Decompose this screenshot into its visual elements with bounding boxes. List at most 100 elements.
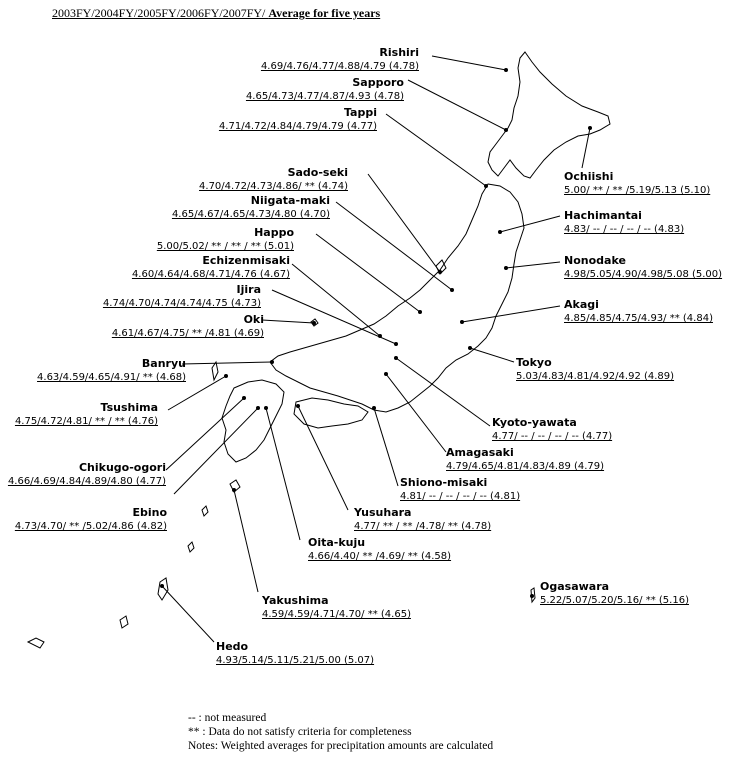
station-sapporo: Sapporo 4.65/4.73/4.77/4.87/4.93 (4.78) xyxy=(246,76,404,103)
station-name: Echizenmisaki xyxy=(202,254,290,267)
station-values: 4.71/4.72/4.84/4.79/4.79 (4.77) xyxy=(218,121,377,132)
station-values: 5.00/ ** / ** /5.19/5.13 (5.10) xyxy=(564,185,711,196)
leader-oita-kuju xyxy=(265,407,301,541)
ryukyu-islet-3 xyxy=(26,637,45,649)
leader-amagasaki xyxy=(385,373,447,453)
marker-shiono-misaki xyxy=(372,406,376,410)
leader-chikugo-ogori xyxy=(165,397,245,471)
marker-chikugo-ogori xyxy=(242,396,246,400)
station-values: 4.65/4.67/4.65/4.73/4.80 (4.70) xyxy=(171,209,330,220)
station-tokyo: Tokyo 5.03/4.83/4.81/4.92/4.92 (4.89) xyxy=(516,356,674,383)
station-name: Ebino xyxy=(132,506,167,519)
ryukyu-islet-2 xyxy=(119,615,129,629)
station-values: 4.61/4.67/4.75/ ** /4.81 (4.69) xyxy=(111,328,264,339)
marker-hedo xyxy=(160,584,164,588)
station-name: Tsushima xyxy=(100,401,158,414)
station-name: Banryu xyxy=(141,357,186,370)
station-values: 4.63/4.59/4.65/4.91/ ** (4.68) xyxy=(37,372,186,383)
leader-sapporo xyxy=(407,79,507,131)
ogasawara-island xyxy=(530,587,536,604)
station-ijira: Ijira 4.74/4.70/4.74/4.74/4.75 (4.73) xyxy=(103,283,261,310)
leader-sado-seki xyxy=(367,173,441,273)
note-incomplete: ** : Data do not satisfy criteria for co… xyxy=(188,726,412,738)
honshu-outline xyxy=(269,183,525,413)
leader-tsushima xyxy=(167,375,227,411)
station-values: 4.66/4.69/4.84/4.89/4.80 (4.77) xyxy=(7,476,166,487)
station-amagasaki: Amagasaki 4.79/4.65/4.81/4.83/4.89 (4.79… xyxy=(446,446,604,473)
leader-shiono-misaki xyxy=(373,407,399,487)
station-name: Oki xyxy=(243,313,264,326)
station-values: 4.70/4.72/4.73/4.86/ ** (4.74) xyxy=(199,181,348,192)
leader-nonodake xyxy=(505,261,561,269)
heading-average: Average for five years xyxy=(268,6,381,20)
leader-happo xyxy=(315,233,421,313)
marker-nonodake xyxy=(504,266,508,270)
station-name: Happo xyxy=(254,226,294,239)
heading-years: 2003FY/2004FY/2005FY/2006FY/2007FY/ xyxy=(52,6,269,20)
station-values: 4.73/4.70/ ** /5.02/4.86 (4.82) xyxy=(14,521,167,532)
station-yakushima: Yakushima 4.59/4.59/4.71/4.70/ ** (4.65) xyxy=(262,594,411,621)
marker-oki xyxy=(312,321,316,325)
station-name: Ijira xyxy=(236,283,261,296)
marker-ogasawara xyxy=(530,594,534,598)
leader-kyoto-yawata xyxy=(395,357,491,427)
leader-tokyo xyxy=(469,347,515,363)
station-name: Shiono-misaki xyxy=(400,476,488,489)
station-tsushima: Tsushima 4.75/4.72/4.81/ ** / ** (4.76) xyxy=(15,401,158,428)
leader-hedo xyxy=(161,585,215,643)
map-heading: 2003FY/2004FY/2005FY/2006FY/2007FY/ Aver… xyxy=(52,6,380,21)
station-name: Ochiishi xyxy=(564,170,614,183)
station-hedo: Hedo 4.93/5.14/5.11/5.21/5.00 (5.07) xyxy=(216,640,374,667)
leader-ijira xyxy=(271,289,397,345)
station-values: 4.75/4.72/4.81/ ** / ** (4.76) xyxy=(14,416,158,427)
note-not-measured: -- : not measured xyxy=(188,712,267,724)
leader-oki xyxy=(261,319,315,324)
station-values: 4.93/5.14/5.11/5.21/5.00 (5.07) xyxy=(216,655,375,666)
leader-tappi xyxy=(385,113,487,187)
station-values: 4.98/5.05/4.90/4.98/5.08 (5.00) xyxy=(564,269,723,280)
marker-rishiri xyxy=(504,68,508,72)
station-name: Chikugo-ogori xyxy=(78,461,166,474)
station-name: Sado-seki xyxy=(287,166,348,179)
marker-hachimantai xyxy=(498,230,502,234)
station-ogasawara: Ogasawara 5.22/5.07/5.20/5.16/ ** (5.16) xyxy=(540,580,689,607)
note-weighted: Notes: Weighted averages for precipitati… xyxy=(188,740,494,752)
station-chikugo-ogori: Chikugo-ogori 4.66/4.69/4.84/4.89/4.80 (… xyxy=(8,461,166,488)
station-echizenmisaki: Echizenmisaki 4.60/4.64/4.68/4.71/4.76 (… xyxy=(132,254,290,281)
station-ebino: Ebino 4.73/4.70/ ** /5.02/4.86 (4.82) xyxy=(15,506,167,533)
station-name: Tokyo xyxy=(516,356,552,369)
station-values: 4.77/ ** / ** /4.78/ ** (4.78) xyxy=(354,521,492,532)
ryukyu-islet-4 xyxy=(201,505,209,517)
station-name: Amagasaki xyxy=(446,446,514,459)
station-sado-seki: Sado-seki 4.70/4.72/4.73/4.86/ ** (4.74) xyxy=(199,166,348,193)
marker-happo xyxy=(418,310,422,314)
station-values: 4.59/4.59/4.71/4.70/ ** (4.65) xyxy=(262,609,411,620)
station-name: Rishiri xyxy=(379,46,419,59)
station-niigata-maki: Niigata-maki 4.65/4.67/4.65/4.73/4.80 (4… xyxy=(172,194,330,221)
station-values: 4.79/4.65/4.81/4.83/4.89 (4.79) xyxy=(446,461,605,472)
station-tappi: Tappi 4.71/4.72/4.84/4.79/4.79 (4.77) xyxy=(219,106,377,133)
leader-yusuhara xyxy=(297,405,349,511)
station-name: Sapporo xyxy=(352,76,404,89)
station-name: Kyoto-yawata xyxy=(492,416,577,429)
marker-sado-seki xyxy=(438,270,442,274)
tsushima-island xyxy=(211,360,219,382)
station-values: 4.69/4.76/4.77/4.88/4.79 (4.78) xyxy=(260,61,419,72)
station-values: 4.85/4.85/4.75/4.93/ ** (4.84) xyxy=(564,313,713,324)
station-values: 4.60/4.64/4.68/4.71/4.76 (4.67) xyxy=(131,269,290,280)
station-name: Yusuhara xyxy=(354,506,412,519)
station-name: Akagi xyxy=(564,298,599,311)
land-outline xyxy=(26,51,611,649)
leader-akagi xyxy=(461,305,561,323)
marker-oita-kuju xyxy=(264,406,268,410)
station-oki: Oki 4.61/4.67/4.75/ ** /4.81 (4.69) xyxy=(112,313,264,340)
station-values: 4.66/4.40/ ** /4.69/ ** (4.58) xyxy=(308,551,452,562)
station-values: 4.65/4.73/4.77/4.87/4.93 (4.78) xyxy=(245,91,404,102)
station-oita-kuju: Oita-kuju 4.66/4.40/ ** /4.69/ ** (4.58) xyxy=(308,536,451,563)
marker-tsushima xyxy=(224,374,228,378)
station-nonodake: Nonodake 4.98/5.05/4.90/4.98/5.08 (5.00) xyxy=(564,254,722,281)
leader-rishiri xyxy=(431,55,507,71)
marker-banryu xyxy=(270,360,274,364)
station-happo: Happo 5.00/5.02/ ** / ** / ** (5.01) xyxy=(157,226,294,253)
